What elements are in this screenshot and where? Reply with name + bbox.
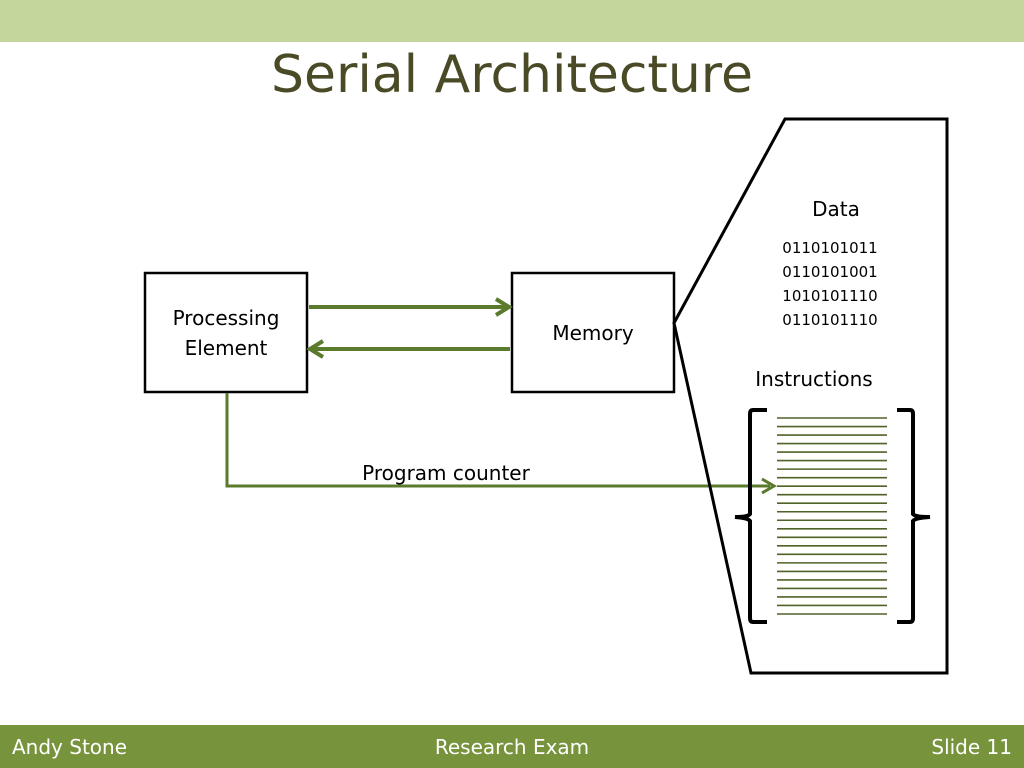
memory-label: Memory <box>552 321 634 345</box>
slide-title: Serial Architecture <box>270 45 753 105</box>
data-label: Data <box>812 197 860 221</box>
footer-author: Andy Stone <box>12 735 127 759</box>
program-counter-label: Program counter <box>362 461 530 485</box>
top-accent-band <box>0 0 1024 42</box>
memory-zoom-callout <box>672 117 949 675</box>
instruction-lines <box>777 417 887 615</box>
right-brace <box>897 408 931 624</box>
instructions-label: Instructions <box>755 367 873 391</box>
program-counter-arrow-head <box>761 477 777 495</box>
footer-bar: Andy Stone Research Exam Slide 11 <box>0 725 1024 768</box>
program-counter-line <box>225 393 770 488</box>
footer-slide-number: Slide 11 <box>931 735 1012 759</box>
data-word: 0110101110 <box>782 311 878 329</box>
left-brace <box>734 408 767 624</box>
arrow-memory-to-pe-head <box>306 339 325 359</box>
processing-element-label: Processing Element <box>172 306 280 360</box>
data-word: 1010101110 <box>782 287 878 305</box>
arrow-pe-to-memory-head <box>494 297 513 317</box>
processing-element-box <box>143 271 309 394</box>
data-words: 0110101011 0110101001 1010101110 0110101… <box>770 236 890 332</box>
footer-event: Research Exam <box>434 735 590 759</box>
data-word: 0110101001 <box>782 263 878 281</box>
memory-box <box>510 271 676 394</box>
data-word: 0110101011 <box>782 239 878 257</box>
